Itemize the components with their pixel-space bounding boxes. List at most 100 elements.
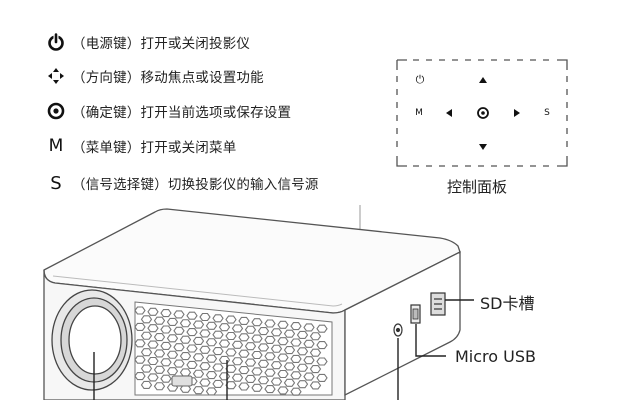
vent-hole — [283, 346, 296, 355]
vent-hole — [134, 322, 146, 331]
vent-hole — [277, 320, 289, 329]
panel-down-arrow — [479, 144, 487, 150]
vent-hole — [277, 386, 289, 395]
vent-hole — [218, 372, 231, 381]
vent-hole — [212, 379, 224, 388]
vent-hole — [225, 381, 237, 390]
vent-hole — [140, 331, 153, 340]
vent-hole — [231, 340, 244, 349]
legend-row-source: S （信号选择键）切换投影仪的输入信号源 — [46, 171, 319, 195]
vent-hole — [257, 327, 270, 336]
vent-hole — [192, 353, 205, 362]
vent-hole — [134, 372, 146, 381]
vent-hole — [225, 348, 237, 357]
vent-hole — [173, 359, 185, 368]
vent-hole — [244, 325, 257, 334]
vent-hole — [270, 328, 283, 337]
vent-hole — [309, 332, 322, 341]
legend-text-direction: （方向键）移动焦点或设置功能 — [72, 70, 264, 86]
vent-hole — [290, 338, 302, 347]
menu-letter: M — [48, 136, 64, 156]
vent-hole — [251, 383, 263, 392]
vent-hole — [264, 319, 276, 328]
vent-hole — [212, 347, 224, 356]
vent-hole — [270, 361, 283, 370]
panel-ok-icon — [477, 107, 489, 119]
legend-text-ok: （确定键）打开当前选项或保存设置 — [72, 105, 292, 121]
control-panel-caption: 控制面板 — [447, 178, 508, 196]
vent-hole — [205, 338, 218, 347]
vent-hole — [316, 357, 328, 366]
legend-row-ok: （确定键）打开当前选项或保存设置 — [46, 99, 291, 123]
vent-hole — [134, 355, 146, 364]
vent-hole — [160, 341, 172, 350]
vent-hole — [153, 333, 166, 342]
micro-usb-label: Micro USB — [455, 347, 536, 366]
vent-hole — [296, 380, 309, 389]
legend-row-power: （电源键）打开或关闭投影仪 — [46, 30, 250, 54]
source-letter: S — [50, 172, 62, 194]
vent-hole — [251, 350, 263, 360]
vent-hole — [147, 373, 159, 382]
vent-hole — [303, 323, 315, 332]
vent-hole — [153, 382, 166, 391]
vent-hole — [238, 366, 250, 375]
vent-hole — [238, 333, 250, 342]
vent-hole — [257, 376, 270, 385]
vent-hole — [140, 315, 153, 324]
legend-text-source: （信号选择键）切换投影仪的输入信号源 — [72, 177, 319, 193]
lens — [51, 289, 133, 391]
vent-hole — [231, 324, 244, 333]
vent-hole — [212, 330, 224, 339]
vent-hole — [160, 325, 172, 334]
vent-hole — [179, 319, 192, 328]
vent-hole — [225, 315, 237, 324]
vent-hole — [283, 378, 296, 387]
vent-hole — [186, 311, 198, 320]
vent-hole — [231, 357, 244, 366]
vent-hole — [179, 335, 192, 344]
vent-hole — [238, 382, 250, 391]
vent-hole — [238, 349, 250, 358]
ok-icon — [46, 101, 66, 121]
legend-text-menu: （菜单键）打开或关闭菜单 — [72, 140, 237, 156]
vent-hole — [218, 339, 231, 348]
vent-hole — [166, 317, 179, 326]
vent-hole — [244, 358, 257, 367]
vent-hole — [205, 371, 218, 380]
control-panel-frame — [396, 59, 568, 167]
usb-callout-line — [415, 324, 446, 357]
vent-hole — [173, 310, 185, 319]
vent-hole — [199, 362, 211, 371]
vent-hole — [212, 314, 224, 323]
vent-hole — [147, 356, 159, 366]
vent-hole — [231, 373, 244, 382]
vent-hole — [290, 371, 302, 380]
vent-hole — [277, 337, 289, 346]
vent-hole — [166, 350, 179, 359]
side-ports — [393, 292, 446, 337]
vent-hole — [316, 373, 328, 382]
vent-hole — [225, 364, 237, 373]
vent-hole — [290, 387, 302, 396]
vent-hole — [192, 369, 205, 378]
vent-hole — [316, 324, 328, 333]
panel-right-arrow — [514, 109, 520, 117]
vent-hole — [277, 369, 289, 379]
panel-power-icon: ⏻ — [415, 73, 425, 86]
legend-row-menu: M （菜单键）打开或关闭菜单 — [46, 134, 237, 158]
direction-icon — [46, 66, 66, 86]
vent-hole — [309, 365, 322, 374]
legend-text-power: （电源键）打开或关闭投影仪 — [72, 36, 251, 52]
panel-source-key: S — [544, 108, 550, 118]
vent-hole — [166, 367, 179, 376]
vent-hole — [290, 354, 302, 363]
vent-hole — [192, 320, 205, 329]
vent-hole — [199, 329, 211, 338]
power-icon — [46, 32, 66, 52]
vent-hole — [179, 352, 192, 361]
sd-slot-label: SD卡槽 — [480, 294, 535, 313]
vent-hole — [296, 347, 309, 356]
vent-hole — [153, 349, 166, 358]
front-foot — [171, 375, 193, 387]
